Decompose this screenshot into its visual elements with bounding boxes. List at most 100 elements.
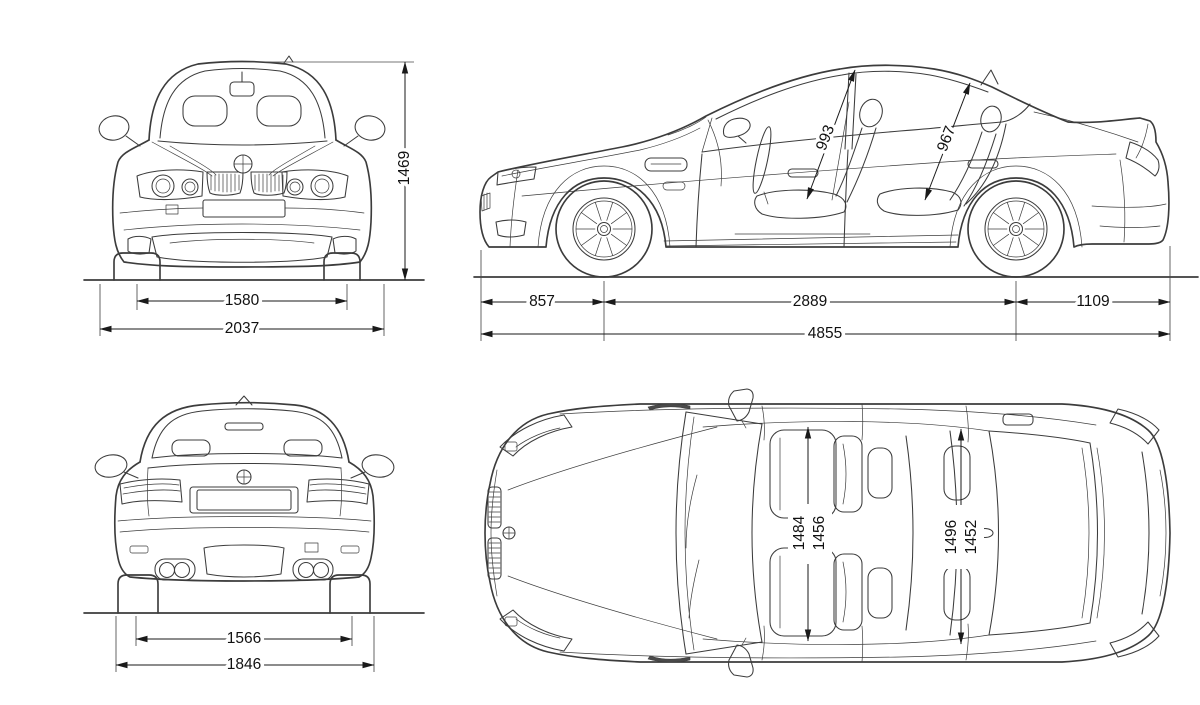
reflector-right [340,545,360,554]
hood-shutline [501,127,701,177]
bmw-roundel-icon [502,526,516,540]
front-overall-width-dimension-label: 2037 [225,320,259,337]
rear-shoulder-line [1033,111,1139,143]
top-taillight-right [1109,621,1160,658]
shoulder-lines [559,407,1097,659]
front-interior-width-lower-label: 1456 [811,516,828,550]
hood-crease [268,145,316,176]
front-fog-scoop [495,219,527,238]
front-view [83,55,425,281]
steering-wheel [752,126,772,194]
rear-bumper-creases [1091,203,1167,228]
rear-antenna-fin [235,395,253,406]
top-taillight-left [1109,408,1160,445]
rear-wheel [967,180,1065,278]
reflector-left [129,545,149,554]
rear-overhang-dimension-label: 1109 [1076,293,1109,310]
tow-hook-cover [304,542,319,553]
kidney-grille [206,171,288,196]
rear-headrest-right [283,439,323,457]
front-door-cut [695,153,703,248]
trunk-lid [146,462,343,517]
plate-recess [189,486,299,514]
front-track-dimension-label: 1580 [225,292,260,309]
fender-gill-mark [647,655,691,663]
tow-hook-cover [165,204,179,215]
rear-body-width-dimension-label: 1846 [227,656,261,673]
rear-license-plate [196,489,292,511]
top-kidney-grille [487,486,502,580]
character-line [521,153,1117,197]
fuel-door [1002,413,1034,426]
side-mirror [723,117,751,144]
hood-creases [507,426,718,640]
front-bumper [119,204,365,263]
rear-side-mirror-right [350,454,395,479]
fender-gill [644,157,688,172]
front-license-plate [202,199,286,218]
rear-headrest-left [171,439,211,457]
side-taillight [1125,141,1160,177]
front-tires [113,252,361,281]
bmw-roundel-icon [1012,225,1020,233]
top-headlight-left [499,414,573,457]
front-headrest-left [182,95,228,127]
bmw-roundel-icon [600,225,608,233]
washer-cover [504,616,518,627]
rear-bumper-seam [1119,159,1126,243]
taillight-right [306,478,370,505]
headlight-right [281,169,349,201]
top-mirror-lower [728,637,754,678]
roof-rear-edge [988,430,999,636]
front-roof [148,60,337,141]
wheelbase-dimension-label: 2889 [793,293,827,310]
diffuser [203,544,285,578]
side-body-outline [479,64,1170,248]
top-dimensions: 1484 1456 1496 1452 [788,426,984,645]
exhaust-tips [158,561,330,579]
third-brake-light [224,422,264,431]
rear-interior-width-upper-label: 1496 [943,520,960,554]
trunk-spoiler-edge [1141,451,1150,615]
glass-band [702,421,990,645]
rear-window [151,408,343,459]
top-rear-window [988,430,1099,636]
rear-interior-width-lower-label: 1452 [963,520,980,554]
front-antenna-fin [283,55,294,64]
top-headlight-right [499,609,573,652]
front-dimensions: 1580 2037 1469 [99,61,417,341]
front-side-mirror-left [98,115,141,147]
rear-bumper-inner [1159,469,1167,597]
trunk-front-edge [1096,447,1105,619]
side-kidney-grille [480,192,491,212]
wipers [685,474,700,619]
side-headlight [496,166,537,186]
rear-body-outline [113,461,376,582]
trunk-shutline [1135,123,1149,159]
side-dimensions: 857 2889 1109 4855 993 967 [480,69,1171,346]
front-interior-height-label: 993 [813,123,838,153]
top-view [484,388,1171,678]
wiper [667,116,707,136]
interior [707,98,1002,235]
front-bumper-inner [490,469,498,597]
front-overhang-dimension-label: 857 [529,293,555,310]
top-front-seat-right [769,547,893,637]
rear-roof [139,401,350,463]
bmw-roundel-icon [236,469,252,485]
top-mirror-upper [728,388,754,429]
rear-bumper [117,516,372,581]
antenna-fin [980,69,999,86]
front-body-outline [111,139,373,268]
fender-seam [509,169,519,248]
rear-side-mirror-left [94,454,139,479]
dimensions: 1580 2037 1469 857 2889 1109 4855 993 96… [99,61,1171,677]
rear-wheel-arch [949,165,1083,248]
bmw-roundel-icon [233,154,253,174]
dashboard [707,119,722,187]
washer-cover [504,441,518,452]
hood-crease [151,141,213,177]
front-wheel [555,180,653,278]
